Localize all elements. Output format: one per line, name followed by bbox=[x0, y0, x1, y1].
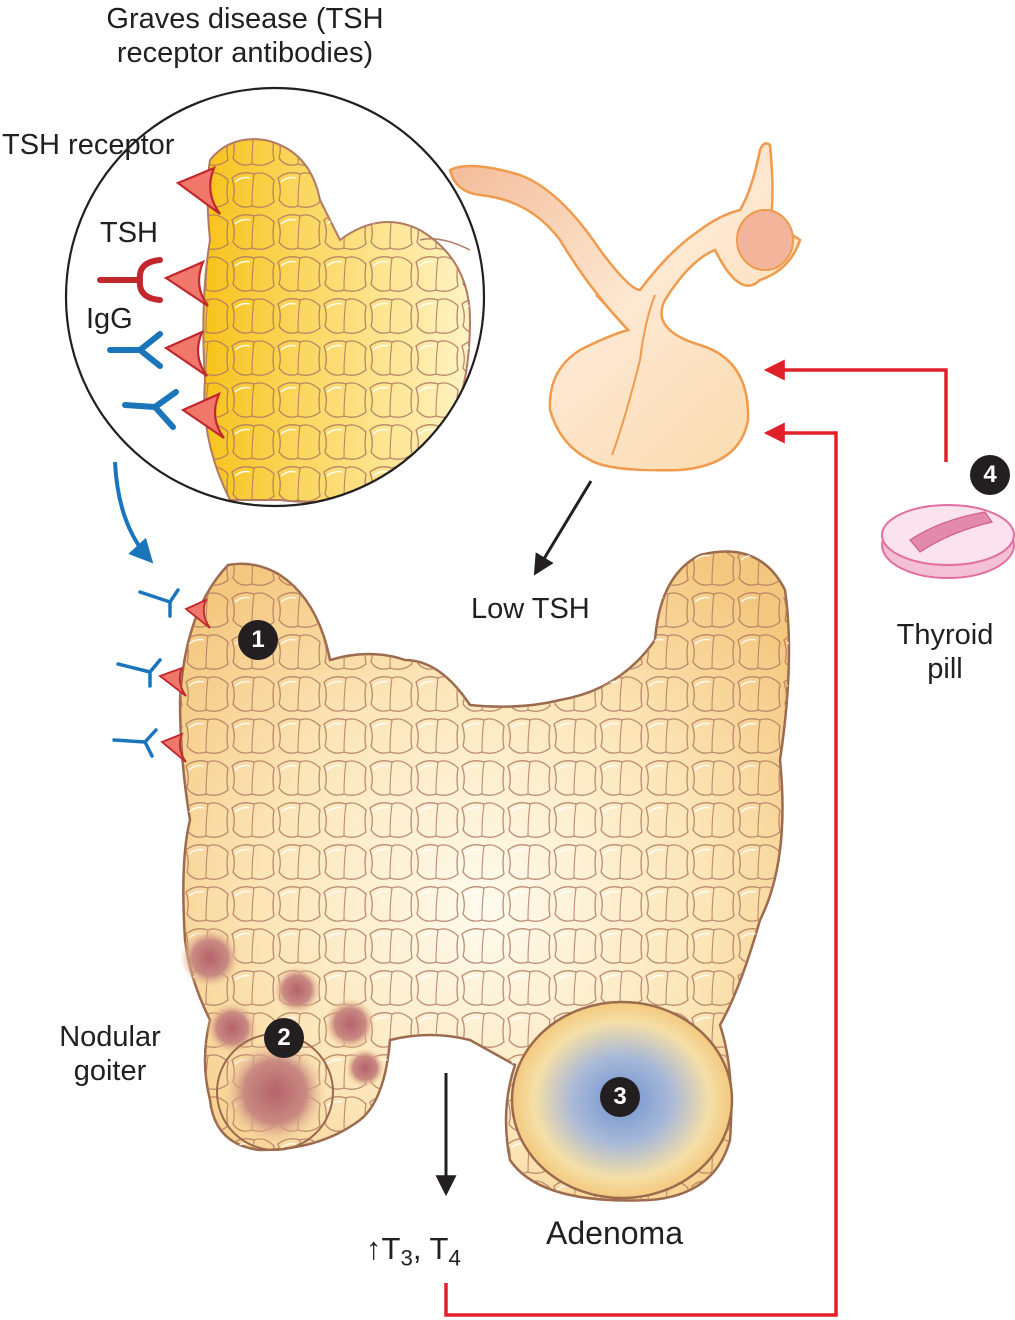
thyroid-receptor-icons bbox=[158, 598, 211, 763]
hormone-feedback-arrow bbox=[444, 422, 838, 1317]
graves-title: Graves disease (TSH receptor antibodies) bbox=[40, 2, 450, 70]
graves-title-line2: receptor antibodies) bbox=[116, 37, 374, 69]
t-separator: , bbox=[412, 1231, 430, 1266]
adenoma-label: Adenoma bbox=[546, 1215, 683, 1251]
thyroid-pill-line2: pill bbox=[927, 653, 963, 685]
low-tsh-label: Low TSH bbox=[471, 593, 590, 625]
marker-1: 1 bbox=[238, 620, 278, 660]
marker-2: 2 bbox=[264, 1018, 304, 1058]
marker-4: 4 bbox=[970, 455, 1010, 495]
pituitary-to-thyroid-arrow bbox=[533, 480, 593, 576]
graves-inset bbox=[64, 86, 486, 508]
t3-subscript: 3 bbox=[400, 1245, 413, 1271]
nodular-goiter-label: Nodular goiter bbox=[40, 1020, 180, 1088]
t4-letter: T bbox=[429, 1231, 449, 1266]
thyroid-igg-icons bbox=[112, 588, 180, 758]
increase-arrow: ↑ bbox=[366, 1231, 382, 1266]
t3-t4-label: ↑T3, T4 bbox=[366, 1231, 461, 1270]
tsh-molecule-icon bbox=[97, 257, 163, 303]
pill-feedback-arrow bbox=[763, 359, 948, 462]
igg-antibody-icon bbox=[107, 331, 179, 430]
nodular-line1: Nodular bbox=[59, 1021, 161, 1053]
inset-to-thyroid-arrow bbox=[113, 461, 154, 564]
graves-title-line1: Graves disease (TSH bbox=[106, 3, 384, 35]
thyroid-pill-line1: Thyroid bbox=[896, 619, 994, 651]
tsh-receptor-icon bbox=[163, 165, 225, 439]
thyroid-gland bbox=[112, 550, 791, 1202]
marker-3: 3 bbox=[600, 1077, 640, 1117]
pituitary-gland bbox=[448, 142, 802, 472]
t3-letter: T bbox=[381, 1231, 401, 1266]
tsh-label: TSH bbox=[100, 217, 158, 249]
igg-label: IgG bbox=[86, 303, 133, 335]
t4-subscript: 4 bbox=[448, 1245, 461, 1271]
nodular-goiter-nodules bbox=[180, 928, 385, 1151]
tsh-receptor-label: TSH receptor bbox=[2, 129, 175, 161]
nodular-line2: goiter bbox=[73, 1055, 147, 1087]
thyroid-pill-icon bbox=[881, 504, 1015, 579]
thyroid-pill-label: Thyroid pill bbox=[870, 618, 1015, 686]
